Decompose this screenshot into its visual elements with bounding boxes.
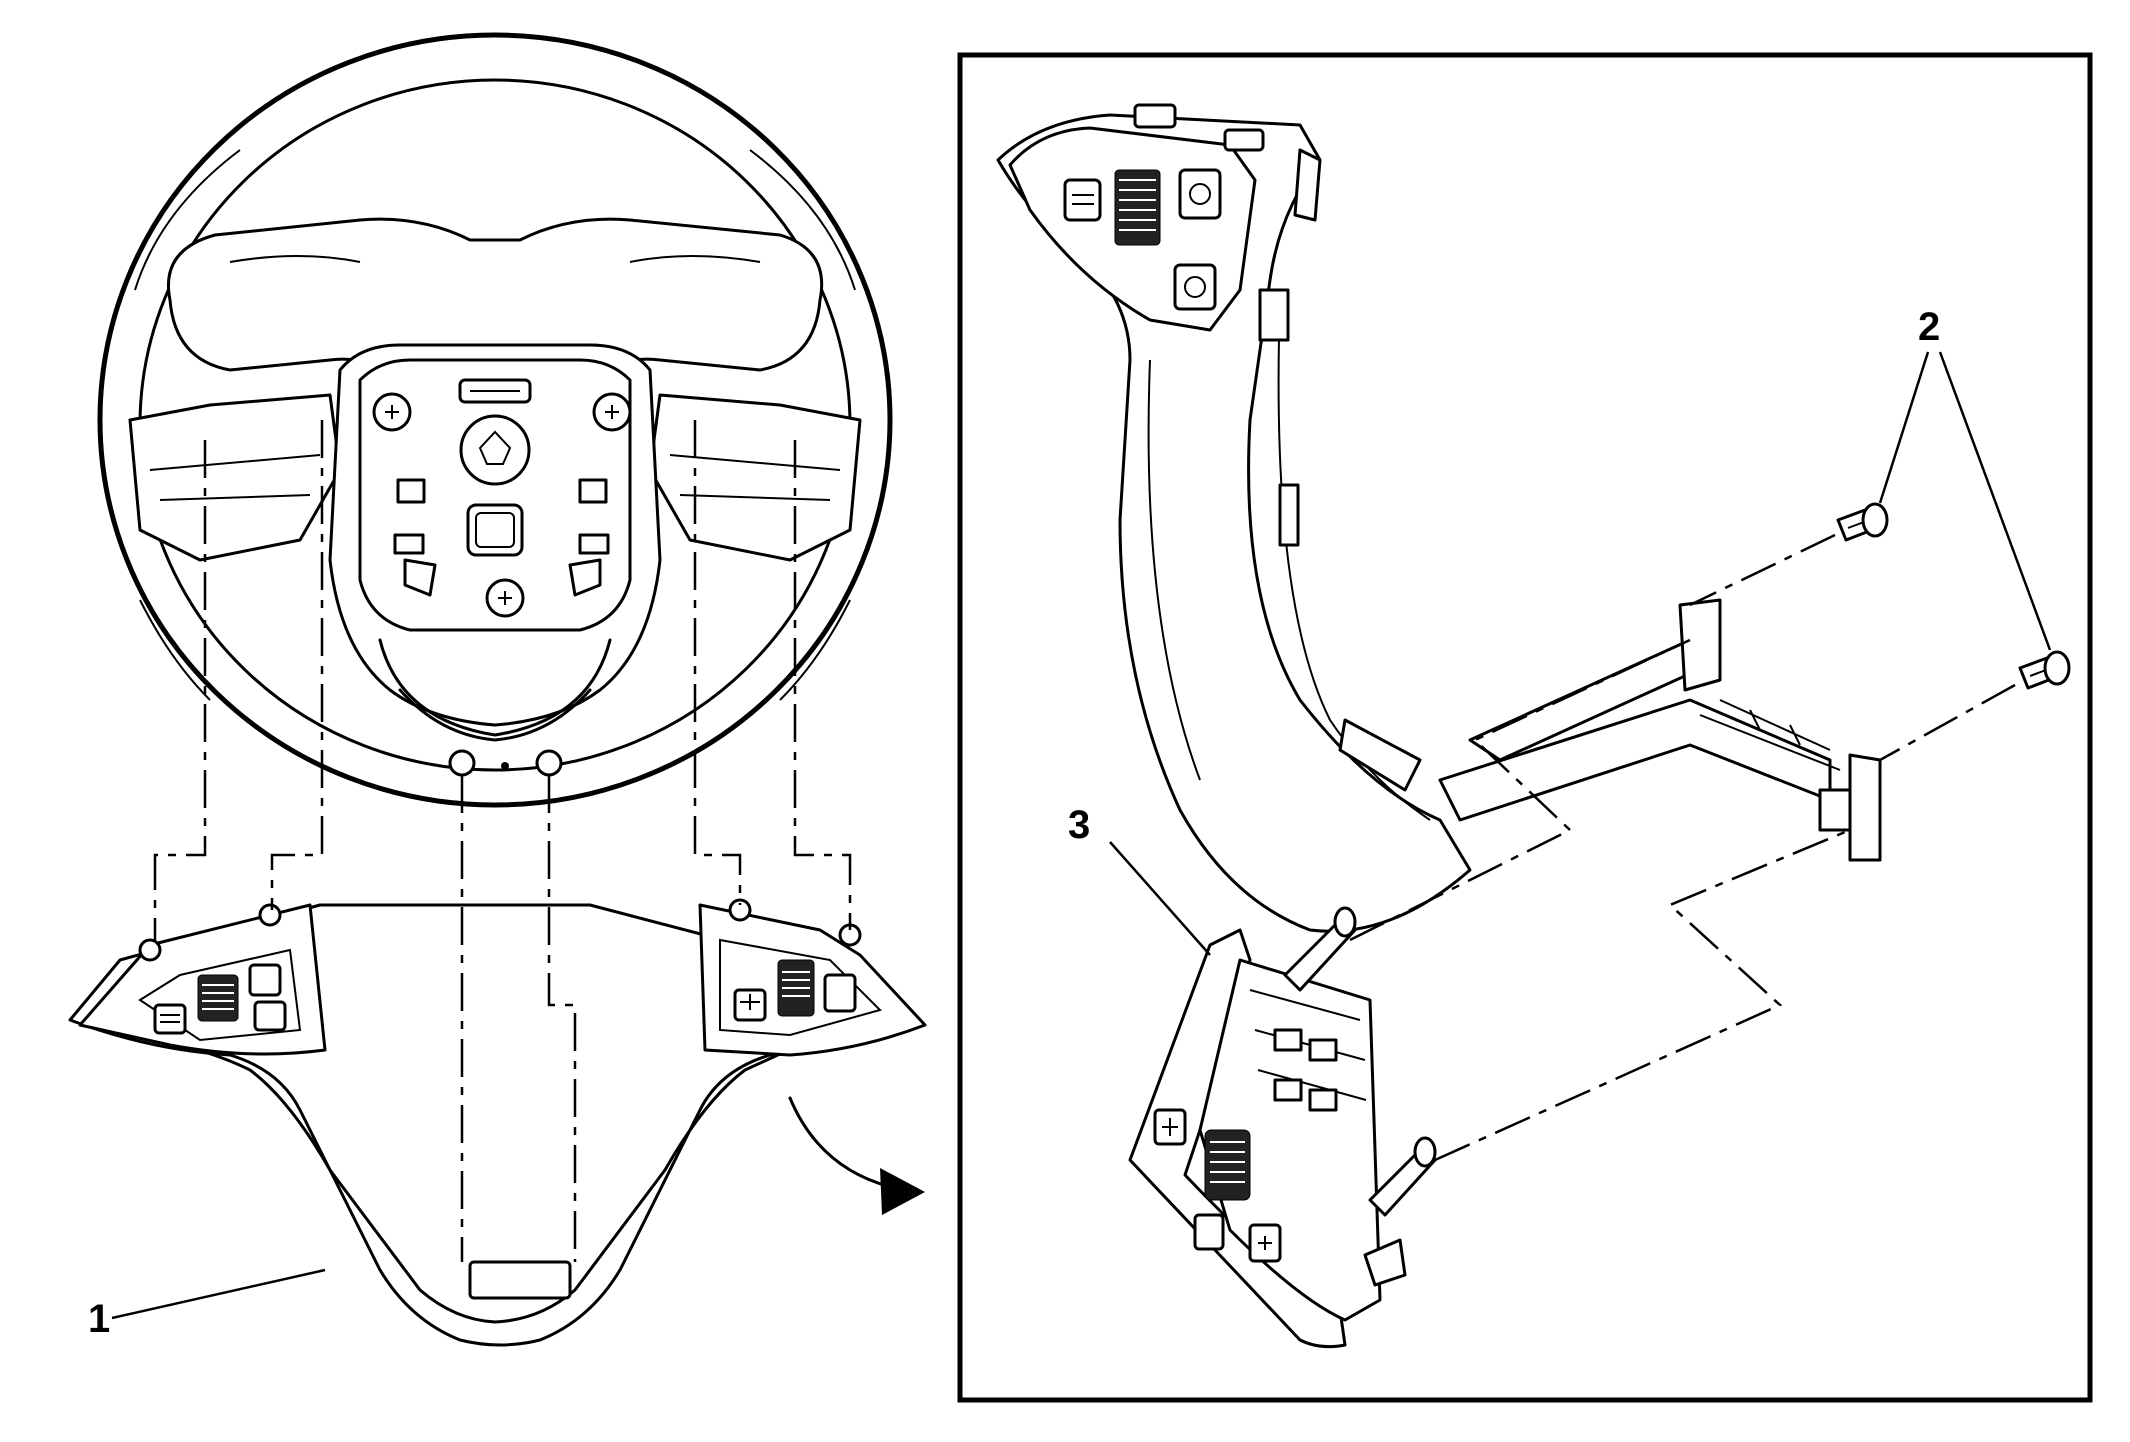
lower-shroud-tab: [468, 1260, 572, 1300]
switch-module: [1128, 906, 1437, 1349]
upper-switch-roller: [1114, 169, 1161, 246]
callout-2-leader-upper: [1878, 351, 1930, 504]
steering-wheel-assembly: 1: [68, 32, 927, 1347]
upper-switch-bezel: [1008, 103, 1322, 332]
hub-center-block: [466, 503, 524, 557]
mounting-bracket: [1438, 598, 1882, 862]
callout-1-label: 1: [88, 1297, 110, 1341]
callout-3-leader: [1109, 841, 1211, 956]
callout-3-label: 3: [1068, 803, 1090, 847]
callout-1-leader: [111, 1268, 326, 1320]
switch-module-roller: [1204, 1129, 1251, 1201]
callout-2-label: 2: [1918, 305, 1940, 349]
hub-hole-left: [448, 749, 476, 777]
screw-lower: [2018, 650, 2071, 690]
right-switch-bezel: [698, 898, 927, 1057]
detail-arrow-head: [880, 1168, 925, 1215]
fastener-guide-lines: [153, 420, 852, 1262]
hub-hole-right: [535, 749, 563, 777]
detail-view-frame: [957, 52, 2093, 1403]
left-switch-roller: [197, 974, 239, 1022]
steering-wheel-rim-outer: [97, 32, 893, 808]
detail-arrow: [788, 1096, 897, 1190]
steering-spoke-trim: [996, 113, 1472, 933]
right-spoke-housing: [648, 393, 862, 562]
left-spoke-housing: [128, 393, 342, 562]
hub-center-boss: [459, 414, 531, 486]
screw-upper: [1836, 502, 1889, 542]
callout-2-leader-lower: [1938, 351, 2052, 651]
left-switch-bezel: [78, 903, 327, 1056]
detail-view: 2: [957, 52, 2093, 1403]
